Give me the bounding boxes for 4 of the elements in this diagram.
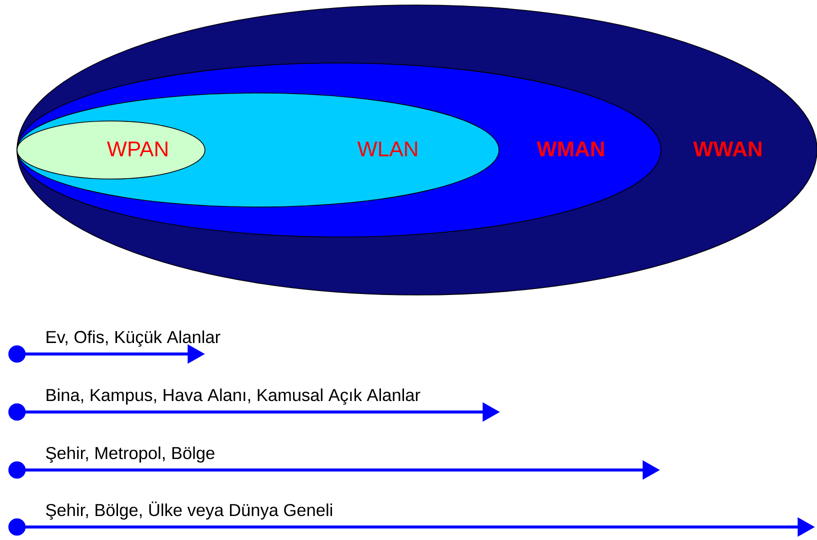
- range-label: Ev, Ofis, Küçük Alanlar: [46, 330, 220, 347]
- range-label: Şehir, Bölge, Ülke veya Dünya Geneli: [46, 502, 332, 520]
- range-label: Bina, Kampus, Hava Alanı, Kamusal Açık Alanlar: [46, 388, 420, 405]
- range-label: Şehir, Metropol, Bölge: [46, 446, 214, 463]
